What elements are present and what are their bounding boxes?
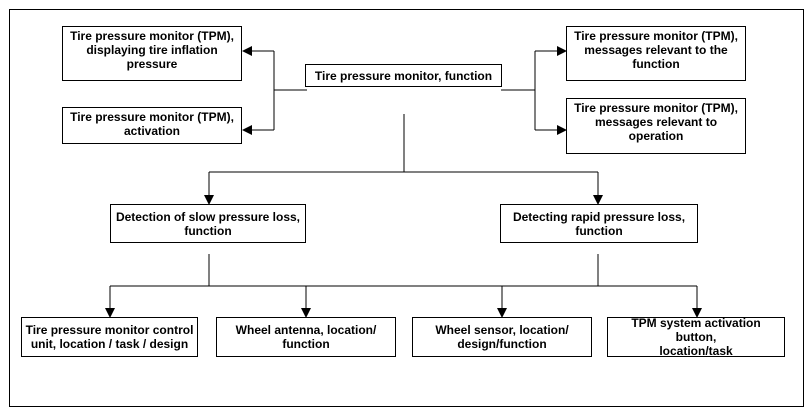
node-root-label: Tire pressure monitor, function (314, 68, 493, 83)
node-left-bottom: Tire pressure monitor (TPM), activation (62, 107, 242, 144)
node-left-top-label: Tire pressure monitor (TPM), displaying … (70, 29, 234, 71)
node-activation-button: TPM system activation button, location/t… (607, 316, 785, 358)
node-wheel-sensor: Wheel sensor, location/ design/function (412, 317, 592, 357)
node-activation-button-label: TPM system activation button, location/t… (631, 316, 761, 358)
node-rapid-loss-label: Detecting rapid pressure loss, function (512, 209, 686, 238)
node-left-top: Tire pressure monitor (TPM), displaying … (62, 26, 242, 81)
node-slow-loss: Detection of slow pressure loss, functio… (110, 204, 306, 243)
node-control-unit: Tire pressure monitor control unit, loca… (21, 317, 198, 357)
node-left-bottom-label: Tire pressure monitor (TPM), activation (70, 110, 234, 138)
node-right-bottom-label: Tire pressure monitor (TPM), messages re… (574, 101, 738, 143)
node-control-unit-label: Tire pressure monitor control unit, loca… (25, 323, 194, 351)
node-root: Tire pressure monitor, function (305, 64, 502, 87)
node-wheel-sensor-label: Wheel sensor, location/ design/function (435, 323, 569, 351)
node-wheel-antenna-label: Wheel antenna, location/ function (235, 323, 377, 351)
node-right-top-label: Tire pressure monitor (TPM), messages re… (574, 29, 738, 71)
node-right-bottom: Tire pressure monitor (TPM), messages re… (566, 98, 746, 154)
node-slow-loss-label: Detection of slow pressure loss, functio… (115, 209, 301, 238)
diagram-frame (9, 9, 804, 407)
node-wheel-antenna: Wheel antenna, location/ function (216, 317, 396, 357)
node-right-top: Tire pressure monitor (TPM), messages re… (566, 26, 746, 81)
node-rapid-loss: Detecting rapid pressure loss, function (500, 204, 698, 243)
